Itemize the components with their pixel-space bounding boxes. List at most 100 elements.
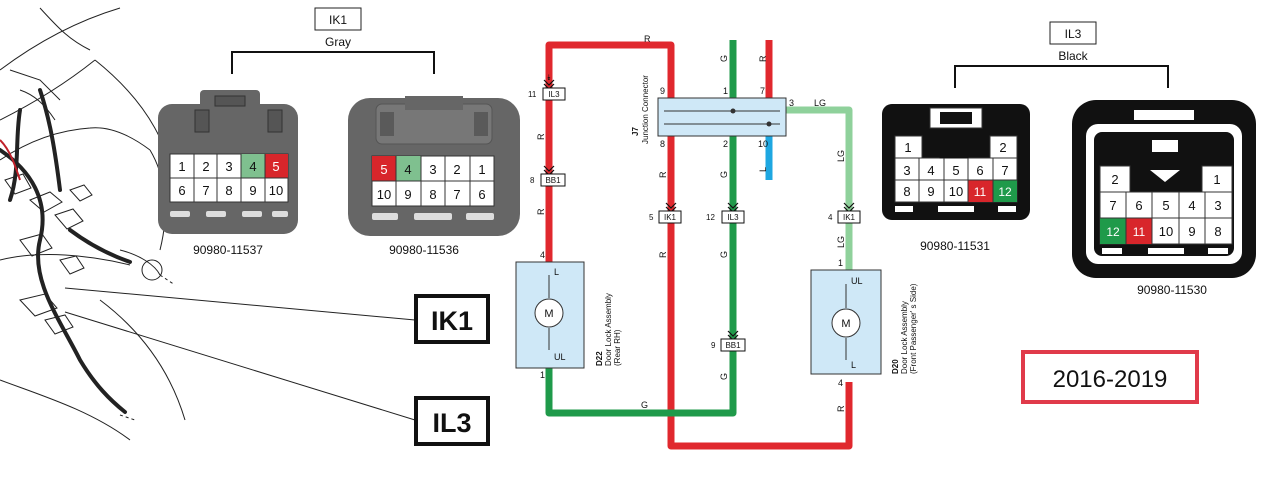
wire-codes: R R R R R R R G G G G G LG LG LG L xyxy=(536,34,846,412)
pin: 5 xyxy=(952,163,959,178)
svg-text:M: M xyxy=(841,318,850,330)
inline-connector-bb1-rear: BB1 8 xyxy=(530,165,566,187)
pin: 6 xyxy=(976,163,983,178)
svg-text:4: 4 xyxy=(838,378,843,388)
svg-text:11: 11 xyxy=(528,90,537,99)
pin: 7 xyxy=(1109,198,1116,213)
svg-text:IL3: IL3 xyxy=(548,90,560,99)
svg-text:L: L xyxy=(758,167,768,172)
green-wire-rear xyxy=(545,350,737,417)
pin: 4 xyxy=(927,163,934,178)
ik1-male-part-number: 90980-11537 xyxy=(193,243,263,257)
svg-text:Door Lock Assembly: Door Lock Assembly xyxy=(900,301,909,374)
year-badge-frame xyxy=(1021,350,1199,404)
inline-connector-ik1-mid: IK1 11 5 xyxy=(649,202,682,224)
svg-text:2: 2 xyxy=(723,139,728,149)
svg-text:1: 1 xyxy=(723,86,728,96)
rear-door-lock-motor: M L UL 4 1 D22 Door Lock Assembly (Rear … xyxy=(515,250,622,380)
ik1-male-pins: 1 2 3 4 5 6 7 8 9 10 xyxy=(170,154,288,202)
svg-text:G: G xyxy=(719,373,729,380)
svg-text:BB1: BB1 xyxy=(725,341,741,350)
svg-text:8: 8 xyxy=(660,139,665,149)
il3-callout-label: IL3 xyxy=(432,408,471,438)
svg-text:12: 12 xyxy=(706,213,715,222)
pin: 4 xyxy=(1188,198,1195,213)
pin: 2 xyxy=(999,140,1006,155)
pin: 4 xyxy=(249,159,256,174)
svg-text:BB1: BB1 xyxy=(545,176,561,185)
il3-male-pins: 1 2 3 4 5 6 7 8 9 10 11 12 xyxy=(895,140,1017,202)
junction-pin-labels: 9 1 7 3 8 2 10 xyxy=(660,86,794,149)
pin: 5 xyxy=(272,159,279,174)
svg-text:4: 4 xyxy=(540,250,545,260)
junction-id: J7 xyxy=(631,127,640,136)
svg-text:IK1: IK1 xyxy=(843,213,856,222)
svg-text:R: R xyxy=(536,133,546,140)
svg-text:3: 3 xyxy=(789,98,794,108)
pin: 2 xyxy=(202,159,209,174)
svg-text:9: 9 xyxy=(711,341,716,350)
ik1-header: IK1 Gray xyxy=(231,7,435,74)
pin: 7 xyxy=(202,183,209,198)
il3-female-pins: 2 1 7 6 5 4 3 12 11 10 9 8 xyxy=(1100,172,1232,244)
pin: 5 xyxy=(1162,198,1169,213)
svg-text:LG: LG xyxy=(836,150,846,162)
svg-text:LG: LG xyxy=(814,98,826,108)
il3-name: IL3 xyxy=(1065,27,1082,41)
year-badge-label: 2016-2019 xyxy=(1053,366,1168,393)
inline-connector-ik1-front: IK1 4 xyxy=(828,202,861,224)
svg-text:G: G xyxy=(719,251,729,258)
svg-text:4: 4 xyxy=(828,213,833,222)
svg-text:R: R xyxy=(658,251,668,258)
svg-text:R: R xyxy=(644,34,651,44)
pin: 10 xyxy=(377,187,391,202)
il3-leader-line xyxy=(64,311,416,421)
pin: 8 xyxy=(1214,224,1221,239)
front-door-lock-motor: M UL L 1 4 D20 Door Lock Assembly (Front… xyxy=(810,258,918,388)
ik1-female-pins: 5 4 3 2 1 10 9 8 7 6 xyxy=(372,156,494,206)
pin: 2 xyxy=(1111,172,1118,187)
pin: 9 xyxy=(1188,224,1195,239)
svg-text:UL: UL xyxy=(851,276,863,286)
il3-color: Black xyxy=(1058,49,1088,63)
svg-text:⯯: ⯯ xyxy=(547,73,552,82)
pin: 4 xyxy=(404,162,411,177)
svg-text:9: 9 xyxy=(660,86,665,96)
svg-text:1: 1 xyxy=(540,370,545,380)
pin: 8 xyxy=(429,187,436,202)
svg-text:R: R xyxy=(536,208,546,215)
svg-text:IL3: IL3 xyxy=(727,213,739,222)
inline-connector-il3-rear: ⯯ IL3 11 xyxy=(528,73,566,101)
pin: 9 xyxy=(404,187,411,202)
pin: 1 xyxy=(1213,172,1220,187)
ik1-callout-box xyxy=(414,294,490,344)
wire-harness-red xyxy=(0,139,21,181)
pin: 6 xyxy=(478,187,485,202)
pin: 9 xyxy=(927,184,934,199)
svg-text:(Front Passenger' s Side): (Front Passenger' s Side) xyxy=(909,283,918,374)
wire-harness xyxy=(0,88,132,414)
svg-text:D22: D22 xyxy=(595,351,604,366)
inline-connector-bb1-mid: BB1 9 xyxy=(711,330,746,352)
pin: 3 xyxy=(903,163,910,178)
pin: 7 xyxy=(453,187,460,202)
pin: 12 xyxy=(1106,225,1120,239)
svg-text:G: G xyxy=(719,55,729,62)
inline-connector-il3-mid: IL3 12 xyxy=(706,202,745,224)
pin: 11 xyxy=(1133,225,1146,239)
svg-text:D20: D20 xyxy=(891,359,900,374)
pin: 1 xyxy=(478,162,485,177)
il3-header: IL3 Black xyxy=(954,21,1169,88)
ik1-callout-label: IK1 xyxy=(431,306,473,336)
svg-text:IK1: IK1 xyxy=(664,213,677,222)
junction-connector xyxy=(657,97,787,137)
il3-male-connector xyxy=(882,104,1030,220)
svg-text:R: R xyxy=(758,55,768,62)
pin: 1 xyxy=(904,140,911,155)
svg-text:1: 1 xyxy=(838,258,843,268)
svg-text:L: L xyxy=(554,267,559,277)
svg-text:LG: LG xyxy=(836,236,846,248)
svg-text:UL: UL xyxy=(554,352,566,362)
il3-callout-box xyxy=(414,396,490,446)
pin: 2 xyxy=(453,162,460,177)
